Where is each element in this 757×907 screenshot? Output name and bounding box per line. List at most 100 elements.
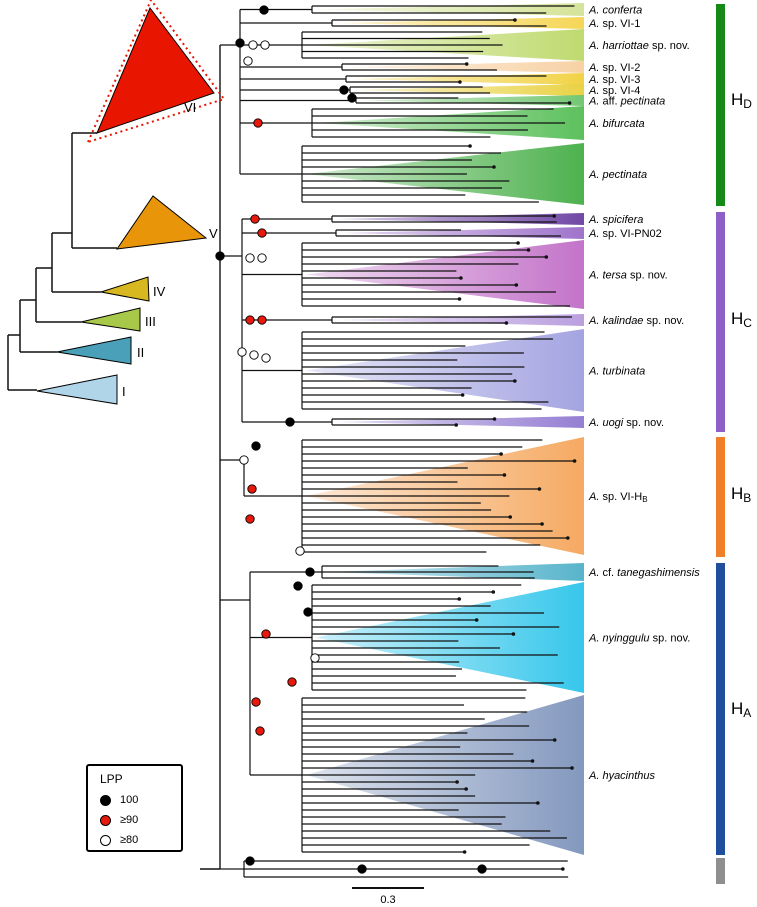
lpp-node-80	[237, 347, 247, 357]
lpp-node-100	[305, 567, 315, 577]
clade-highlight	[316, 582, 584, 693]
tip-dot	[508, 515, 513, 519]
lpp-node-80	[295, 546, 305, 556]
legend-item-label: ≥80	[120, 834, 139, 846]
legend-item-80: ≥80	[100, 830, 181, 850]
tip-dot	[462, 850, 467, 854]
lpp-node-80	[243, 56, 253, 66]
tip-dot	[552, 738, 557, 742]
inset-clade-iv-triangle	[100, 276, 150, 302]
clade-bar-label: HD	[731, 90, 752, 111]
tip-dot	[499, 452, 503, 456]
taxon-label: A. pectinata	[588, 169, 647, 181]
clade-bar-hb	[716, 437, 725, 557]
tip-dot	[464, 62, 469, 66]
clade-bar-ha	[716, 563, 725, 855]
clade-highlight	[336, 17, 584, 29]
lpp-node-100	[259, 5, 269, 15]
tip-dot	[457, 297, 462, 301]
taxon-label: A. harriottae sp. nov.	[588, 40, 690, 52]
lpp-node-80	[260, 40, 270, 50]
clade-highlight	[336, 213, 584, 225]
tip-dot	[567, 101, 572, 105]
tip-dot	[454, 423, 459, 427]
inset-clade-label: VI	[184, 100, 196, 115]
lpp-node-90	[253, 118, 263, 128]
tip-dot	[459, 276, 463, 280]
tip-dot	[513, 18, 517, 22]
lpp-node-90	[257, 228, 267, 238]
inset-clade-label: I	[122, 384, 126, 399]
lpp-node-100	[347, 93, 357, 103]
tip-dot	[513, 379, 517, 383]
clade-highlight	[360, 95, 584, 106]
lpp-node-90	[255, 726, 265, 736]
lpp-node-90	[247, 484, 257, 494]
legend-title: LPP	[100, 772, 123, 786]
tip-dot	[458, 80, 462, 84]
clade-bar-hc	[716, 212, 725, 432]
tip-dot	[502, 473, 507, 477]
taxon-label: A. bifurcata	[588, 118, 645, 130]
taxon-label: A. nyinggulu sp. nov.	[588, 633, 690, 645]
clade-highlight	[354, 84, 584, 96]
tip-dot	[566, 536, 570, 540]
lpp-node-100	[251, 441, 261, 451]
lpp-node-90	[261, 629, 271, 639]
inset-clade-i-triangle	[36, 374, 118, 405]
tip-dot	[561, 867, 565, 871]
tip-dot	[537, 487, 542, 491]
inset-clade-v-triangle	[115, 195, 208, 250]
lpp-node-90	[287, 677, 297, 687]
taxon-label: A. conferta	[588, 5, 642, 17]
clade-bar-out	[716, 858, 725, 884]
inset-clade-label: V	[209, 226, 218, 241]
lpp-80-dot	[100, 834, 111, 846]
lpp-node-80	[257, 253, 267, 263]
lpp-node-90	[257, 315, 267, 325]
taxon-label: A. cf. tanegashimensis	[588, 567, 700, 579]
legend-item-100: 100	[100, 790, 181, 810]
tip-dot	[536, 801, 540, 805]
tip-dot	[544, 255, 549, 259]
clade-bar-label: HB	[731, 484, 751, 505]
lpp-node-90	[250, 214, 260, 224]
tip-dot	[540, 522, 544, 526]
clade-highlight	[346, 61, 584, 73]
taxon-label: A. sp. VI-2	[588, 62, 640, 74]
inset-clade-vi-triangle	[96, 7, 215, 134]
inset-clade-iii-triangle	[80, 307, 141, 332]
lpp-node-90	[245, 315, 255, 325]
clade-bar-label: HA	[731, 699, 751, 720]
taxon-label: A. sp. VI-3	[588, 74, 640, 86]
tip-dot	[457, 597, 462, 601]
lpp-100-dot	[100, 794, 111, 806]
taxon-label: A. turbinata	[588, 366, 645, 378]
clade-highlight	[340, 227, 584, 239]
tip-dot	[514, 283, 519, 287]
taxon-label: A. kalindae sp. nov.	[588, 315, 684, 327]
lpp-node-100	[303, 607, 313, 617]
inset-clade-ii-triangle	[56, 336, 132, 365]
lpp-node-100	[339, 85, 349, 95]
lpp-node-100	[235, 38, 245, 48]
taxon-label: A. tersa sp. nov.	[588, 270, 668, 282]
scale-bar-label: 0.3	[380, 894, 395, 906]
clade-highlight	[316, 3, 584, 16]
lpp-node-90	[251, 697, 261, 707]
clade-highlight	[306, 329, 584, 412]
taxon-label: A. sp. VI-PN02	[588, 228, 662, 240]
tip-dot	[474, 618, 479, 622]
lpp-node-80	[249, 350, 259, 360]
lpp-node-90	[245, 514, 255, 524]
tip-dot	[468, 144, 472, 148]
taxon-label: A. uogi sp. nov.	[588, 417, 664, 429]
tip-dot	[460, 393, 465, 397]
legend-item-label: 100	[120, 794, 139, 806]
inset-clade-label: IV	[153, 284, 166, 299]
clade-bar-hd	[716, 4, 725, 206]
